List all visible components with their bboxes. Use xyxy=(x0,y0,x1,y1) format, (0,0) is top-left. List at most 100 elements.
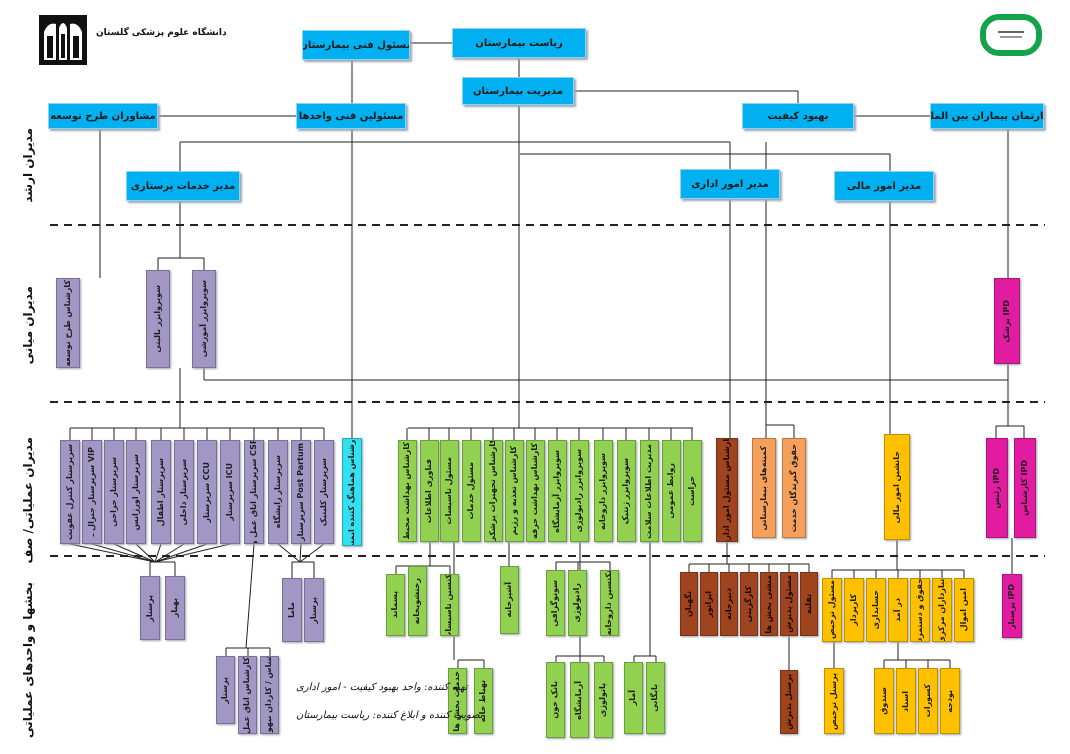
admin-unit-box: ایراتور xyxy=(700,572,718,636)
support-unit-box: کارشناس بهداشت حرفه xyxy=(526,440,545,542)
waste-unit-box: پسماند xyxy=(386,574,405,636)
approved-by-note: تصویب کننده و ابلاغ کننده: ریاست بیمارست… xyxy=(296,710,483,721)
kitchen-box: آشپزخانه xyxy=(500,566,519,634)
administrative-director-box: مدیر امور اداری xyxy=(680,169,780,199)
safety-coordinator-box: کارشناس هماهنگ کننده ایمنی xyxy=(342,438,362,546)
technical-director-box: مسئول فنی بیمارستان xyxy=(302,30,410,60)
admin-unit-box: مسئول پذیرش xyxy=(780,572,798,636)
ipd-physician-box: پزشک IPD xyxy=(994,278,1020,364)
head-nurse-box: سرپرستار جنرال ـ VIP xyxy=(82,440,102,544)
connector-line xyxy=(113,543,156,563)
connector-line xyxy=(154,543,185,563)
support-unit-box: کارشناس بهداشت محیط xyxy=(398,440,417,542)
head-nurse-box: سرپرستار CCU xyxy=(197,440,217,544)
facilities-tech-box: تکنسین تاسیسات xyxy=(440,574,459,636)
connector-line xyxy=(135,543,156,563)
prepared-by-note: تهیه کننده: واحد بهبود کیفیت - امور ادار… xyxy=(296,682,468,693)
or-nurse-box: پرستار xyxy=(216,656,235,724)
support-unit-box: حراست xyxy=(683,440,702,542)
finance-subunit-box: اسناد xyxy=(896,668,916,734)
head-nurse-box: سرپرستار اورژانس xyxy=(126,440,146,544)
education-supervisor-box: سوپروایزر آموزشی xyxy=(192,270,216,368)
unit-technical-officers-box: مسئولین فنی واحدها xyxy=(296,103,406,129)
head-nurse-box: سرپرستار کنترل عفونت xyxy=(60,440,80,544)
admin-officer-box: کارشناس مسئول امور اداری xyxy=(716,438,738,542)
nurse-box: پرستار xyxy=(304,578,324,642)
university-emblem-icon xyxy=(38,14,88,66)
pathology-box: پاتولوژی xyxy=(594,662,613,738)
ultrasound-box: سونوگرافی xyxy=(546,570,565,636)
head-nurse-box: سرپرستار اطفال xyxy=(151,440,171,544)
admin-unit-box: نگهبان xyxy=(680,572,698,636)
finance-subunit-box: صندوق xyxy=(874,668,894,734)
or-expert-box: کارشناس اتاق عمل xyxy=(238,656,257,734)
finance-subunit-box: کسورات xyxy=(918,668,938,734)
development-advisors-box: مشاوران طرح توسعه xyxy=(48,103,158,129)
finance-deputy-box: جانشین امور مالی xyxy=(884,434,910,540)
admin-unit-box: منشی بخش ها xyxy=(760,572,778,636)
connector-line xyxy=(299,543,302,563)
finance-unit-box: امین اموال xyxy=(954,578,974,642)
support-unit-box: سوپروایزر ژنتیک xyxy=(617,440,636,542)
hospital-president-box: ریاست بیمارستان xyxy=(452,28,586,58)
support-unit-box: کارشناس تغذیه و رژیم xyxy=(505,440,524,542)
support-unit-box: کارشناس تجهیزات پزشکی xyxy=(484,440,503,542)
connector-line xyxy=(245,543,255,649)
connector-line xyxy=(154,543,231,563)
support-unit-box: مسئول تاسیسات xyxy=(440,440,459,542)
discharge-staff-box: پرسنل ترخیص xyxy=(824,668,844,734)
tier-label-operational: مدیران عملیاتی/ صف xyxy=(21,436,35,564)
admin-unit-box: نقلیه xyxy=(800,572,818,636)
support-unit-box: روابط عمومی xyxy=(662,440,681,542)
tier-label-units: بخشها و واحدهای عملیاتی xyxy=(21,582,35,738)
nursing-director-box: مدیر خدمات پرستاری xyxy=(126,171,240,201)
nurse-box: پرستار xyxy=(140,576,160,640)
hospital-logo-icon xyxy=(980,12,1042,58)
admin-unit-box: دبیرخانه xyxy=(720,572,738,636)
support-unit-box: مدیریت اطلاعات سلامت xyxy=(640,440,659,542)
head-nurse-box: سرپرستار اتاق عمل و CSR xyxy=(244,440,264,544)
finance-director-box: مدیر امور مالی xyxy=(834,171,934,201)
service-recipients-rights-box: حقوق گیرندگان خدمت xyxy=(782,438,806,538)
pharmacy-tech-box: تکنسین داروخانه xyxy=(600,570,619,636)
head-nurse-box: سرپرستار زایشگاه xyxy=(268,440,288,544)
head-nurse-box: سرپرستار کلینیک xyxy=(314,440,334,544)
anesthesia-expert-box: کارشناس / کاردان بیهوشی xyxy=(260,656,279,734)
blood-bank-box: بانک خون xyxy=(546,662,565,738)
finance-unit-box: کارپرداز xyxy=(844,578,864,642)
connector-line xyxy=(277,543,301,563)
head-nurse-box: سرپرستار جراحی xyxy=(104,440,124,544)
ipd-nurse-box: پرستار IPD xyxy=(1002,574,1022,638)
tier-label-middle: مدیران میانی xyxy=(21,285,35,365)
support-unit-box: سوپروایزر داروخانه xyxy=(594,440,613,542)
tier-label-senior: مدیران ارشد xyxy=(21,127,35,203)
ipd-head-box: رئیس IPD xyxy=(986,438,1008,538)
support-unit-box: فناوری اطلاعات xyxy=(420,440,439,542)
connector-line xyxy=(69,543,156,563)
development-expert-box: کارشناس طرح توسعه xyxy=(56,278,80,368)
connector-line xyxy=(154,543,208,563)
head-nurse-box: سرپرستار Post Partum xyxy=(291,440,311,544)
midwife-box: ماما xyxy=(282,578,302,642)
linen-room-box: نهیاط خانه xyxy=(474,668,493,734)
ipd-expert-box: کارشناس IPD xyxy=(1014,438,1036,538)
practical-nurse-box: بهیار xyxy=(165,576,185,640)
finance-unit-box: حقوق و دستمزد xyxy=(910,578,930,642)
support-unit-box: سوپروایزر آزمایشگاه xyxy=(548,440,567,542)
head-nurse-box: سرپرستار داخلی xyxy=(174,440,194,544)
connector-line xyxy=(154,543,162,563)
statistics-box: آمار xyxy=(624,662,643,734)
ward-services-box: خدمات بخش ها xyxy=(448,668,467,734)
connector-line xyxy=(91,543,156,563)
radiology-box: رادیولوژی xyxy=(568,570,587,636)
finance-unit-box: در آمد xyxy=(888,578,908,642)
laundry-box: رختشویخانه xyxy=(408,566,427,636)
laboratory-box: آزمایشگاه xyxy=(570,662,589,738)
finance-unit-box: مسئول ترخیص xyxy=(822,578,842,642)
university-name: دانشگاه علوم پزشکی گلستان xyxy=(96,28,227,38)
finance-unit-box: انبارداران مرکزی xyxy=(932,578,952,642)
support-unit-box: مسئول خدمات xyxy=(462,440,481,542)
clinical-supervisor-box: سوپروایزر بالینی xyxy=(146,270,170,368)
